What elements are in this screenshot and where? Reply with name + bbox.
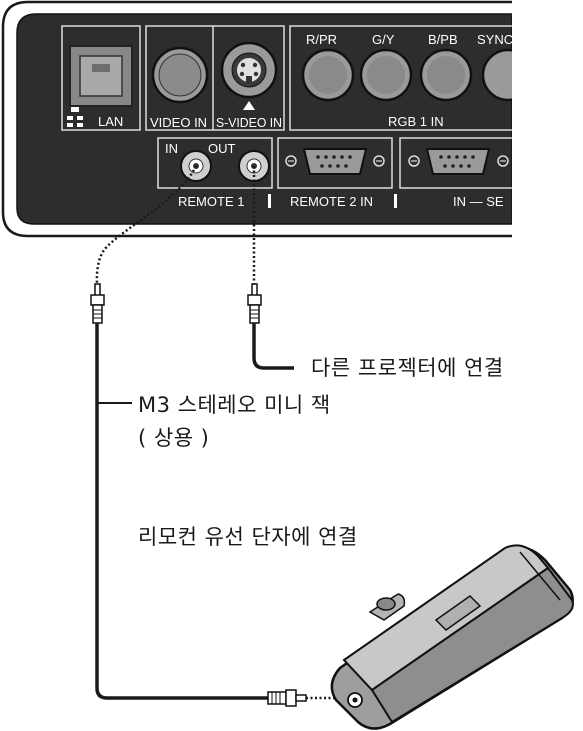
divider-bar-2 (394, 194, 397, 208)
remote1-out-label: OUT (208, 141, 236, 156)
b-pb-label: B/PB (428, 32, 458, 47)
s-video-triangle-icon (243, 101, 255, 110)
sync-label: SYNC (477, 32, 513, 47)
mini-jack-plug-remote (267, 689, 307, 707)
serial-label: IN — SE (453, 194, 504, 209)
r-pr-label: R/PR (306, 32, 337, 47)
video-group-frame (145, 25, 285, 131)
remote2-frame (277, 137, 393, 189)
cable-to-other-projector (252, 323, 294, 370)
cable-dotted-left (95, 165, 198, 285)
remote1-label: REMOTE 1 (178, 194, 244, 209)
video-in-label: VIDEO IN (150, 115, 207, 130)
divider-bar (268, 194, 271, 208)
connect-remote-label: 리모컨 유선 단자에 연결 (138, 525, 358, 549)
serial-in-connector (408, 148, 509, 175)
crop-mask (512, 0, 583, 240)
connect-other-projector-label: 다른 프로젝터에 연결 (311, 356, 504, 380)
s-video-in-label: S-VIDEO IN (216, 115, 282, 130)
s-video-in-jack (220, 41, 278, 99)
g-y-label: G/Y (372, 32, 395, 47)
cable-type-label: M3 스테레오 미니 잭 (138, 393, 331, 417)
remote-control-icon (330, 544, 574, 730)
mini-jack-plug-right (247, 283, 262, 324)
remote2-in-connector (285, 148, 385, 175)
mini-jack-plug-left (90, 283, 105, 324)
rgb-group-label: RGB 1 IN (388, 114, 444, 129)
cable-note-label: ( 상용 ) (138, 426, 210, 450)
network-icon (67, 107, 83, 127)
lan-port (61, 25, 141, 131)
remote1-in-label: IN (165, 141, 178, 156)
lan-label: LAN (98, 114, 123, 129)
video-in-jack (151, 46, 209, 104)
cable-to-remote (95, 323, 268, 700)
remote2-in-label: REMOTE 2 IN (290, 194, 373, 209)
remote1-frame (157, 137, 273, 189)
